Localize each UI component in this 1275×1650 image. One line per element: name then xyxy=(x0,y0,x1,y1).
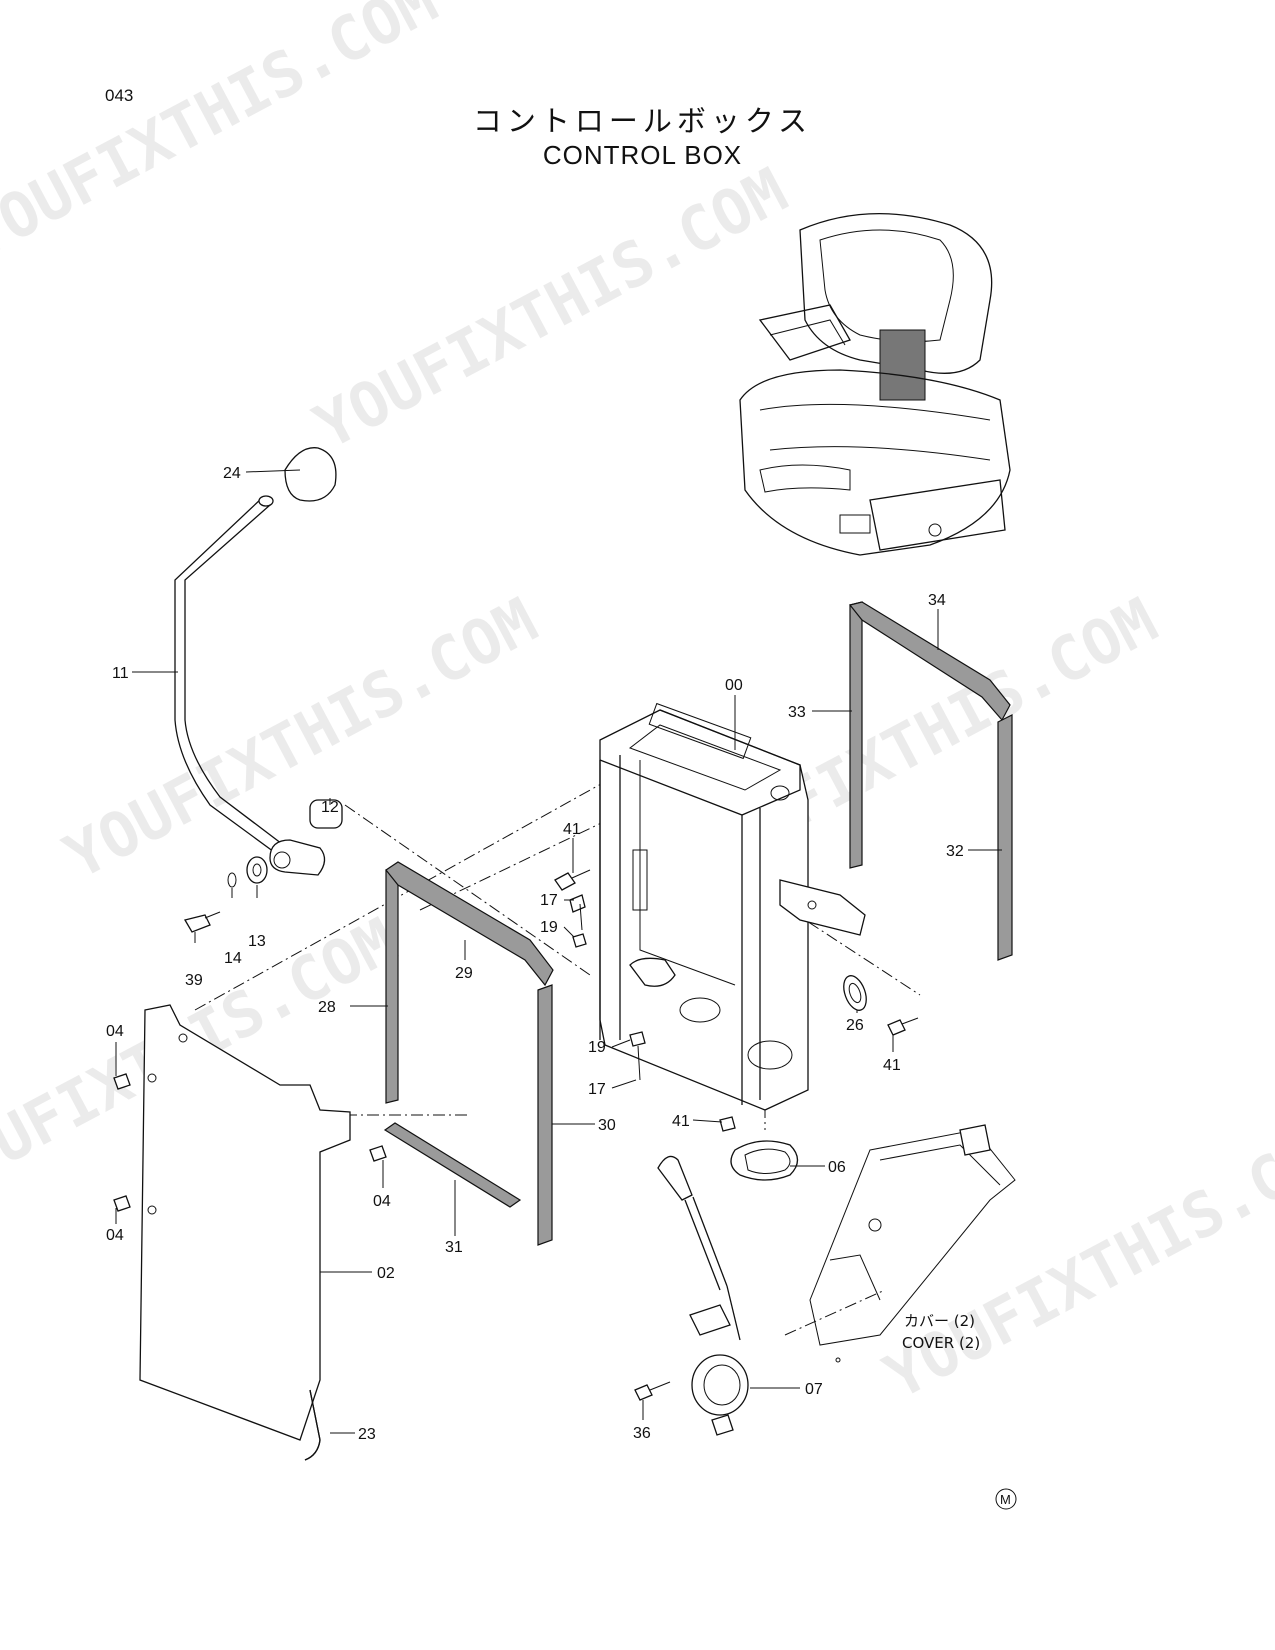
callout-06: 06 xyxy=(828,1159,846,1176)
control-box-frame xyxy=(599,702,866,1111)
callout-26: 26 xyxy=(846,1017,864,1034)
watermark-text: YOUFIXTHIS.COM xyxy=(0,0,448,273)
callout-23: 23 xyxy=(358,1426,376,1443)
circle-m-icon xyxy=(995,1488,1017,1510)
machine-overview-illustration xyxy=(739,212,1011,556)
seal-strip-31 xyxy=(383,1122,522,1208)
watermark-text: YOUFIXTHIS.COM xyxy=(303,153,799,463)
page-number: 043 xyxy=(105,86,134,105)
seal-strip-33 xyxy=(849,601,863,869)
seal-strip-32 xyxy=(997,714,1013,961)
callout-39: 39 xyxy=(185,972,203,989)
callout-04-upper: 04 xyxy=(106,1023,124,1040)
cover-note-japanese: カバー (2) xyxy=(904,1312,975,1330)
cover-panel xyxy=(139,1004,351,1461)
callout-00: 00 xyxy=(725,677,743,694)
callout-14: 14 xyxy=(224,950,242,967)
callout-34: 34 xyxy=(928,592,946,609)
cover-note-english: COVER (2) xyxy=(902,1334,980,1352)
seal-strip-29 xyxy=(385,861,554,987)
callout-04-middle: 04 xyxy=(373,1193,391,1210)
control-lever-assembly xyxy=(174,447,343,933)
callout-28: 28 xyxy=(318,999,336,1016)
title-english: CONTROL BOX xyxy=(542,140,743,170)
callout-30: 30 xyxy=(598,1117,616,1134)
fasteners xyxy=(113,869,919,1401)
throttle-lever-assembly xyxy=(657,1155,749,1436)
seal-strip-30 xyxy=(537,984,553,1246)
callout-13: 13 xyxy=(248,933,266,950)
seal-strips xyxy=(383,601,1013,1246)
callout-leaders xyxy=(115,469,1002,1434)
bushing-part xyxy=(309,799,343,829)
gasket-part xyxy=(730,1140,799,1181)
title-japanese: コントロールボックス xyxy=(472,104,813,138)
seal-strip-28 xyxy=(385,867,399,1104)
callout-labels: 24 11 12 13 14 39 00 34 33 32 41 17 19 2… xyxy=(106,465,964,1443)
callout-02: 02 xyxy=(377,1265,395,1282)
callout-17-upper: 17 xyxy=(540,892,558,909)
callout-29: 29 xyxy=(455,965,473,982)
callout-07: 07 xyxy=(805,1381,823,1398)
callout-41-lower: 41 xyxy=(672,1113,690,1130)
callout-12: 12 xyxy=(321,799,339,816)
cover-bracket xyxy=(809,1124,1016,1363)
grommet-part xyxy=(843,975,867,1011)
seal-strip-34 xyxy=(848,601,1011,722)
callout-24: 24 xyxy=(223,465,241,482)
callout-11: 11 xyxy=(112,665,129,682)
callout-17-lower: 17 xyxy=(588,1081,606,1098)
callout-19-lower: 19 xyxy=(588,1039,606,1056)
knob-part xyxy=(284,447,337,502)
callout-41-upper: 41 xyxy=(563,821,581,838)
callout-19-upper: 19 xyxy=(540,919,558,936)
callout-04-lower: 04 xyxy=(106,1227,124,1244)
model-mark-letter: M xyxy=(1000,1492,1011,1507)
callout-31: 31 xyxy=(445,1239,463,1256)
callout-36: 36 xyxy=(633,1425,651,1442)
callout-41-right: 41 xyxy=(883,1057,901,1074)
model-mark: M xyxy=(995,1488,1017,1510)
callout-32: 32 xyxy=(946,843,964,860)
callout-33: 33 xyxy=(788,704,806,721)
